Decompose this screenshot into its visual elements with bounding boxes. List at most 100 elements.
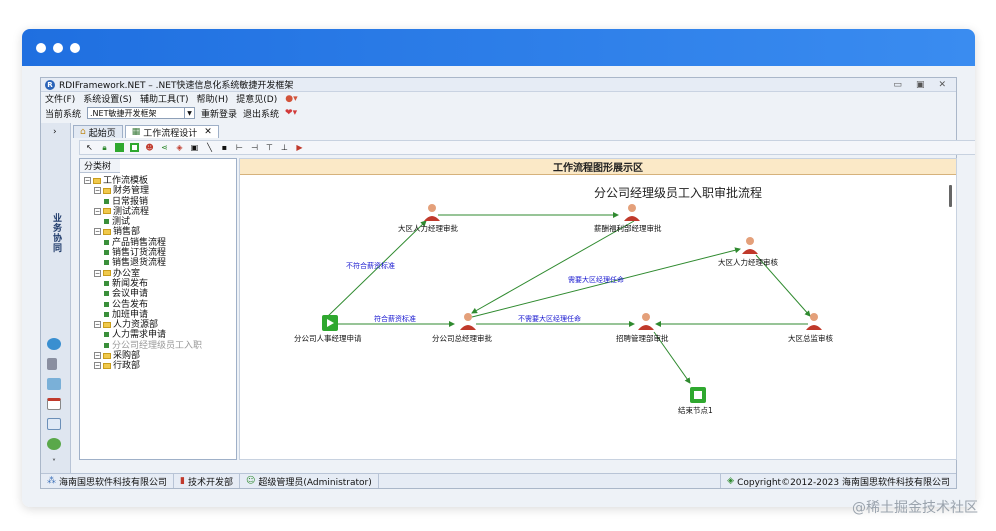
svg-text:分公司总经理审批: 分公司总经理审批 — [432, 333, 492, 343]
heart-icon[interactable]: ❤▾ — [285, 108, 298, 118]
align-top-icon[interactable]: ⊤ — [266, 143, 273, 152]
calendar-icon[interactable] — [47, 398, 61, 410]
tree-item[interactable]: −办公室 — [84, 269, 202, 279]
lock-icon[interactable]: 🔒︎ — [102, 142, 107, 152]
menu-settings[interactable]: 系统设置(S) — [83, 95, 132, 105]
tree-item[interactable]: 新闻发布 — [84, 279, 202, 289]
tree-item[interactable]: −行政部 — [84, 361, 202, 371]
decision-icon[interactable]: ◈ — [176, 143, 183, 152]
collapse-toggle-icon[interactable]: − — [94, 207, 101, 215]
chevron-down-icon[interactable]: ˅ — [52, 458, 56, 467]
tab-workflow-design[interactable]: ▦ 工作流程设计 ✕ — [124, 125, 219, 139]
align-right-icon[interactable]: ⊣ — [251, 143, 258, 152]
end-node-icon[interactable] — [129, 142, 140, 153]
task-node-gm[interactable]: 分公司总经理审批 — [432, 313, 492, 343]
tree-item[interactable]: 公告发布 — [84, 300, 202, 310]
edge-label-no-need: 不需要大区经理任命 — [518, 314, 581, 323]
document-icon[interactable] — [47, 378, 61, 390]
tree-item[interactable]: − 销售部 — [84, 227, 202, 237]
edge-review-director[interactable] — [755, 254, 811, 317]
tree-item[interactable]: 日常报销 — [84, 197, 202, 207]
edge-start-regional[interactable] — [325, 220, 427, 319]
tree-item[interactable]: 销售退货流程 — [84, 258, 202, 268]
task-node-salary[interactable]: 薪酬福利部经理审批 — [594, 204, 662, 233]
menu-file[interactable]: 文件(F) — [45, 95, 76, 105]
menu-help[interactable]: 帮助(H) — [196, 95, 229, 105]
skin-icon[interactable]: ●▾ — [285, 93, 298, 104]
tree-header[interactable]: 分类树 — [80, 159, 120, 173]
frame-titlebar — [22, 29, 975, 66]
collapse-toggle-icon[interactable]: − — [94, 321, 101, 329]
tree-item[interactable]: −采购部 — [84, 351, 202, 361]
window-icon[interactable] — [47, 418, 61, 430]
tree-item[interactable]: 产品销售流程 — [84, 238, 202, 248]
workflow-canvas[interactable]: 工作流程图形展示区 分公司经理级员工入职审批流程 — [239, 158, 957, 460]
start-node-icon[interactable] — [114, 142, 125, 153]
tree-item-label: 销售部 — [113, 227, 141, 238]
start-node[interactable]: 分公司人事经理申请 — [294, 315, 362, 343]
logout-button[interactable]: 退出系统 — [243, 109, 280, 120]
collapse-toggle-icon[interactable]: − — [94, 362, 101, 370]
gear-icon[interactable] — [47, 438, 61, 450]
align-bottom-icon[interactable]: ⊥ — [281, 143, 288, 152]
tree-item[interactable]: 人力需求申请 — [84, 330, 202, 340]
folder-icon — [103, 208, 111, 215]
side-nav-label[interactable]: 业务协同 — [51, 213, 61, 253]
tree-item[interactable]: −测试流程 — [84, 207, 202, 217]
collapse-toggle-icon[interactable]: − — [84, 177, 91, 184]
menu-feedback[interactable]: 提意见(D) — [236, 95, 278, 105]
task-node-regional-review[interactable]: 大区人力经理审核 — [718, 237, 778, 267]
system-select[interactable]: .NET敏捷开发框架 ▼ — [87, 107, 196, 119]
tree-item[interactable]: −工作流模板 — [84, 176, 202, 186]
expand-icon[interactable]: › — [53, 127, 57, 137]
users-icon[interactable] — [47, 338, 61, 350]
tree-item[interactable]: −人力资源部 — [84, 320, 202, 330]
task-node-regional-hr[interactable]: 大区人力经理审批 — [398, 204, 458, 233]
tab-home[interactable]: ⌂ 起始页 — [73, 125, 123, 139]
close-tab-icon[interactable]: ✕ — [204, 127, 212, 137]
menu-bar: 文件(F) 系统设置(S) 辅助工具(T) 帮助(H) 提意见(D) ●▾ — [41, 92, 956, 105]
tree-item[interactable]: −财务管理 — [84, 186, 202, 196]
collapse-toggle-icon[interactable]: − — [94, 187, 101, 195]
close-icon[interactable]: ✕ — [938, 79, 946, 90]
branch-icon[interactable]: ⋖ — [161, 143, 168, 152]
task-node-icon[interactable]: ☻ — [145, 143, 154, 152]
tree-item[interactable]: 会议申请 — [84, 289, 202, 299]
window-dot — [53, 42, 63, 53]
tree-item[interactable]: 加班申请 — [84, 310, 202, 320]
edge-salary-gm[interactable] — [471, 220, 635, 314]
tools-icon[interactable] — [47, 358, 57, 370]
svg-text:结束节点1: 结束节点1 — [678, 405, 713, 415]
end-node[interactable]: 结束节点1 — [678, 387, 713, 415]
pointer-icon[interactable]: ↖ — [86, 143, 93, 152]
tree-item-label: 加班申请 — [112, 309, 149, 320]
restore-icon[interactable]: ▣ — [915, 79, 925, 90]
user-icon: ☺ — [245, 476, 256, 486]
tree-item-label: 公告发布 — [112, 299, 149, 310]
collapse-toggle-icon[interactable]: − — [94, 352, 101, 360]
task-node-recruit[interactable]: 招聘管理部审批 — [616, 313, 669, 343]
edge-recruit-end[interactable] — [653, 331, 691, 384]
task-node-director[interactable]: 大区总监审核 — [788, 313, 833, 343]
folder-icon — [103, 362, 111, 369]
svg-text:大区总监审核: 大区总监审核 — [788, 333, 833, 343]
line-icon[interactable]: ╲ — [207, 143, 212, 152]
leaf-icon — [104, 311, 109, 317]
collapse-toggle-icon[interactable]: − — [94, 269, 101, 277]
edge-label-not-meet: 不符合薪资标准 — [346, 261, 395, 270]
folder-icon — [103, 228, 111, 235]
tree-item[interactable]: 分公司经理级员工入职 — [84, 341, 202, 351]
relogin-button[interactable]: 重新登录 — [201, 109, 238, 120]
tree-item[interactable]: 测试 — [84, 217, 202, 227]
export-icon[interactable]: ▶ — [296, 143, 303, 152]
save-icon[interactable]: ▪ — [221, 143, 228, 152]
minimize-icon[interactable]: ▭ — [893, 79, 902, 90]
collapse-toggle-icon[interactable]: − — [94, 228, 101, 236]
menu-tools[interactable]: 辅助工具(T) — [139, 95, 189, 105]
scrollbar[interactable] — [949, 185, 952, 207]
subflow-icon[interactable]: ▣ — [190, 143, 199, 152]
tree-item-label: 新闻发布 — [112, 278, 149, 289]
tree-item[interactable]: 销售订货流程 — [84, 248, 202, 258]
align-left-icon[interactable]: ⊢ — [236, 143, 243, 152]
edge-gm-regional-review[interactable] — [471, 247, 741, 318]
